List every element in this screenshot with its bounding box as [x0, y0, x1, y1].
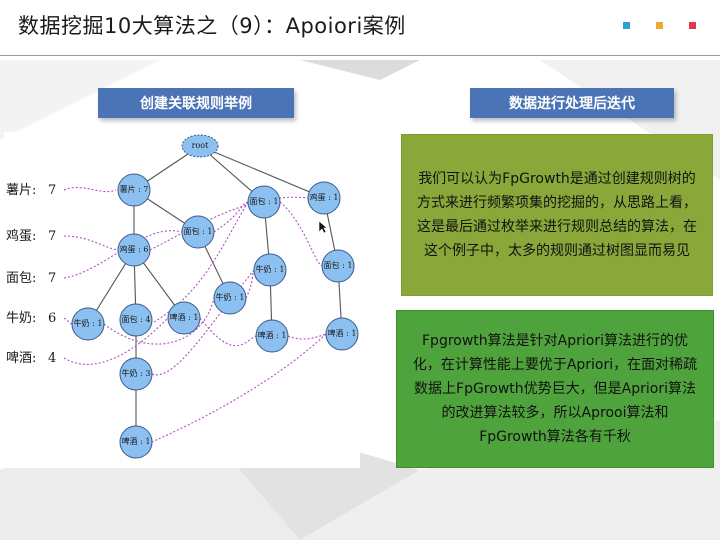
accent-dot-red — [689, 22, 696, 29]
header-table: 薯片: 7 鸡蛋: 7 面包: 7 牛奶: 6 啤酒: 4 — [6, 183, 56, 366]
node-n13-label: 啤酒 : 1 — [328, 328, 357, 338]
link-beer-2 — [199, 317, 257, 347]
accent-dot-blue — [623, 22, 630, 29]
link-beer-3 — [287, 333, 327, 340]
count-label-bread: 面包: — [6, 271, 36, 286]
apriori-comparison-box: Fpgrowth算法是针对Apriori算法进行的优化，在计算性能上要优于Apr… — [396, 310, 714, 468]
count-label-milk: 牛奶: — [6, 311, 36, 326]
count-value-milk: 6 — [48, 311, 56, 326]
node-n12-label: 啤酒 : 1 — [258, 330, 287, 340]
node-n13: 啤酒 : 1 — [325, 317, 359, 351]
count-value-beer: 4 — [48, 351, 56, 366]
link-beer-4 — [151, 333, 327, 443]
fp-tree-diagram: 薯片: 7 鸡蛋: 7 面包: 7 牛奶: 6 啤酒: 4 root 薯片 : … — [6, 134, 359, 459]
node-links — [63, 186, 327, 443]
header-iterate: 数据进行处理后迭代 — [470, 88, 674, 118]
node-n10-label: 啤酒 : 1 — [170, 312, 199, 322]
apriori-comparison-text: Fpgrowth算法是针对Apriori算法进行的优化，在计算性能上要优于Apr… — [412, 333, 698, 445]
fp-tree-panel: 薯片: 7 鸡蛋: 7 面包: 7 牛奶: 6 啤酒: 4 root 薯片 : … — [4, 132, 360, 468]
mouse-cursor-icon — [318, 220, 328, 234]
node-n2: 面包 : 1 — [247, 185, 281, 219]
count-label-egg: 鸡蛋: — [6, 228, 36, 244]
node-n9-label: 面包 : 4 — [122, 314, 151, 324]
node-n6: 牛奶 : 1 — [253, 253, 287, 287]
node-n8: 牛奶 : 1 — [213, 281, 247, 315]
header-create-rules: 创建关联规则举例 — [98, 88, 294, 118]
node-n1-label: 薯片 : 7 — [120, 184, 149, 194]
node-n14-label: 牛奶 : 3 — [122, 368, 151, 378]
node-n11-label: 牛奶 : 1 — [74, 318, 103, 328]
accent-dots — [623, 22, 696, 29]
node-n7: 面包 : 1 — [321, 249, 355, 283]
title-divider — [0, 55, 720, 56]
edge-root-n3 — [199, 145, 325, 199]
node-n15-label: 啤酒 : 1 — [122, 436, 151, 446]
node-n4: 鸡蛋 : 6 — [117, 233, 151, 267]
link-bread-1 — [63, 230, 183, 279]
node-n10: 啤酒 : 1 — [167, 301, 201, 335]
count-label-beer: 啤酒: — [6, 351, 36, 366]
node-n6-label: 牛奶 : 1 — [256, 264, 285, 274]
node-n9: 面包 : 4 — [119, 303, 153, 337]
node-root: root — [181, 134, 219, 158]
node-n15: 啤酒 : 1 — [119, 425, 153, 459]
count-value-bread: 7 — [48, 271, 56, 286]
node-n3-label: 鸡蛋 : 1 — [310, 192, 339, 202]
node-n5: 面包 : 1 — [181, 215, 215, 249]
node-n4-label: 鸡蛋 : 6 — [120, 244, 149, 254]
link-milk-4 — [151, 269, 255, 376]
node-n2-label: 面包 : 1 — [250, 196, 279, 206]
node-n8-label: 牛奶 : 1 — [216, 292, 245, 302]
slide-title: 数据挖掘10大算法之（9）：Apoiori案例 — [18, 14, 406, 38]
link-bread-2 — [213, 201, 249, 233]
node-n11: 牛奶 : 1 — [71, 307, 105, 341]
node-n1: 薯片 : 7 — [117, 173, 151, 207]
node-n3: 鸡蛋 : 1 — [307, 181, 341, 215]
link-milk-2 — [103, 297, 215, 345]
link-bread-4 — [153, 201, 249, 323]
link-egg-1 — [63, 235, 119, 251]
count-value-chips: 7 — [48, 183, 56, 198]
link-beer-1 — [63, 317, 169, 365]
link-bread-3 — [279, 201, 323, 267]
node-n14: 牛奶 : 3 — [119, 357, 153, 391]
accent-dot-orange — [656, 22, 663, 29]
node-n5-label: 面包 : 1 — [184, 226, 213, 236]
link-egg-2 — [149, 196, 309, 251]
fpgrowth-summary-text: 我们可以认为FpGrowth是通过创建规则树的方式来进行频繁项集的挖掘的，从思路… — [417, 171, 697, 259]
count-label-chips: 薯片: — [6, 183, 36, 198]
link-chips — [63, 186, 117, 192]
count-value-egg: 7 — [48, 229, 56, 244]
link-milk-1 — [63, 317, 73, 325]
node-n12: 啤酒 : 1 — [255, 319, 289, 353]
fpgrowth-summary-box: 我们可以认为FpGrowth是通过创建规则树的方式来进行频繁项集的挖掘的，从思路… — [401, 134, 713, 296]
node-root-label: root — [192, 141, 209, 150]
node-n7-label: 面包 : 1 — [324, 260, 353, 270]
